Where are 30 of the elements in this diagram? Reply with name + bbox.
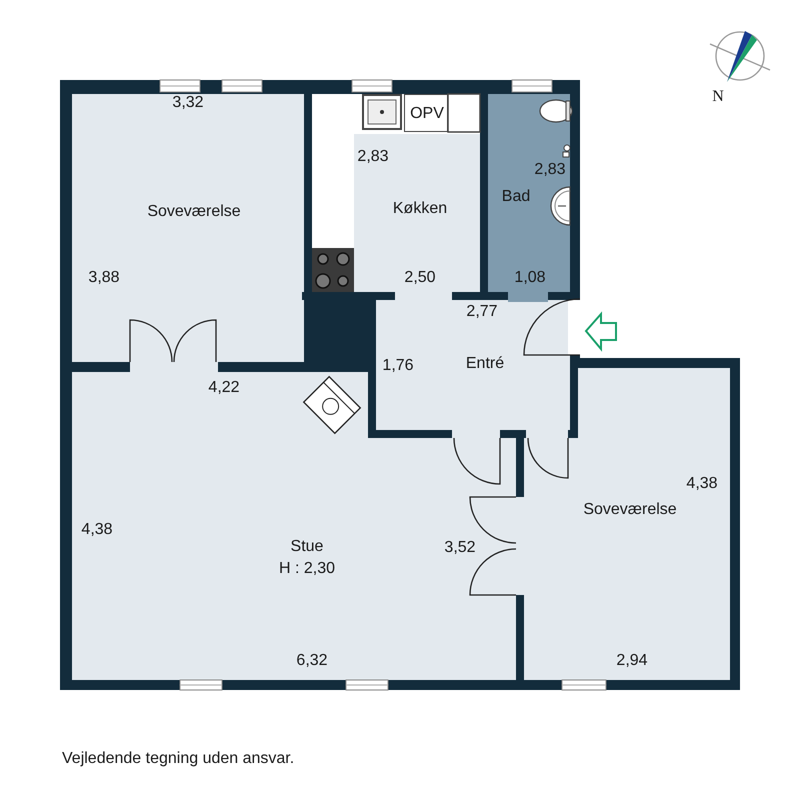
dimension-label: 4,38 — [686, 475, 718, 493]
room-floor — [376, 300, 570, 430]
room-name: Stue — [290, 538, 324, 556]
dimension-label: 4,38 — [81, 521, 113, 539]
dimension-label: 2,50 — [404, 269, 436, 287]
dimension-label: 2,94 — [616, 652, 648, 670]
dimension-label: 2,77 — [466, 303, 498, 321]
room-name: Køkken — [392, 200, 448, 218]
room-name: Soveværelse — [147, 203, 241, 221]
dimension-label: 3,88 — [88, 269, 120, 287]
dimension-label: 3,52 — [444, 539, 476, 557]
dimension-label: 6,32 — [296, 652, 328, 670]
compass-north-label: N — [712, 88, 724, 106]
cabinet-cell — [404, 94, 448, 132]
room-name: Bad — [502, 188, 530, 206]
room-floor — [488, 94, 570, 292]
room-floor — [524, 368, 730, 680]
room-floor — [72, 94, 304, 362]
dimension-label: 1,08 — [514, 269, 546, 287]
room-name: Entré — [466, 355, 504, 373]
room-name: OPV — [410, 105, 444, 123]
room-floor — [354, 134, 480, 292]
dimension-label: 2,83 — [534, 161, 566, 179]
room-name: Soveværelse — [583, 501, 677, 519]
ceiling-height: H : 2,30 — [278, 560, 336, 578]
dimension-label: 4,22 — [208, 379, 240, 397]
dimension-label: 2,83 — [357, 148, 389, 166]
dimension-label: 3,32 — [172, 94, 204, 112]
disclaimer-note: Vejledende tegning uden ansvar. — [62, 750, 294, 768]
dimension-label: 1,76 — [382, 357, 414, 375]
